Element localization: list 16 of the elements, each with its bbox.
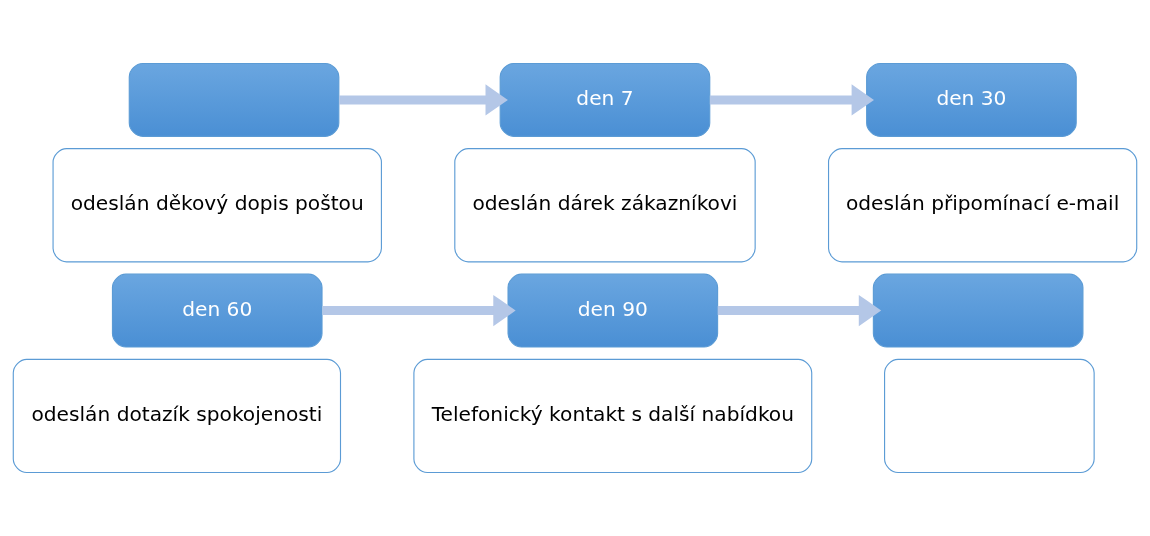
node-box — [128, 62, 340, 137]
node-box: odeslán děkový dopis poštou — [52, 148, 382, 263]
arrow — [322, 294, 516, 327]
node-box: den 90 — [507, 273, 719, 348]
node-box: odeslán připomínací e-mail — [828, 148, 1138, 263]
node-box — [872, 273, 1084, 348]
arrow — [709, 84, 874, 116]
node-box: odeslán dotazík spokojenosti — [12, 358, 342, 474]
node-box: den 30 — [866, 62, 1077, 137]
node-box: den 60 — [111, 273, 323, 348]
arrow — [717, 294, 882, 327]
node-box: odeslán dárek zákazníkovi — [454, 148, 756, 263]
node-box: den 7 — [499, 62, 711, 137]
node-box — [884, 358, 1095, 474]
arrow — [339, 84, 508, 116]
node-box: Telefonický kontakt s další nabídkou — [413, 358, 813, 474]
